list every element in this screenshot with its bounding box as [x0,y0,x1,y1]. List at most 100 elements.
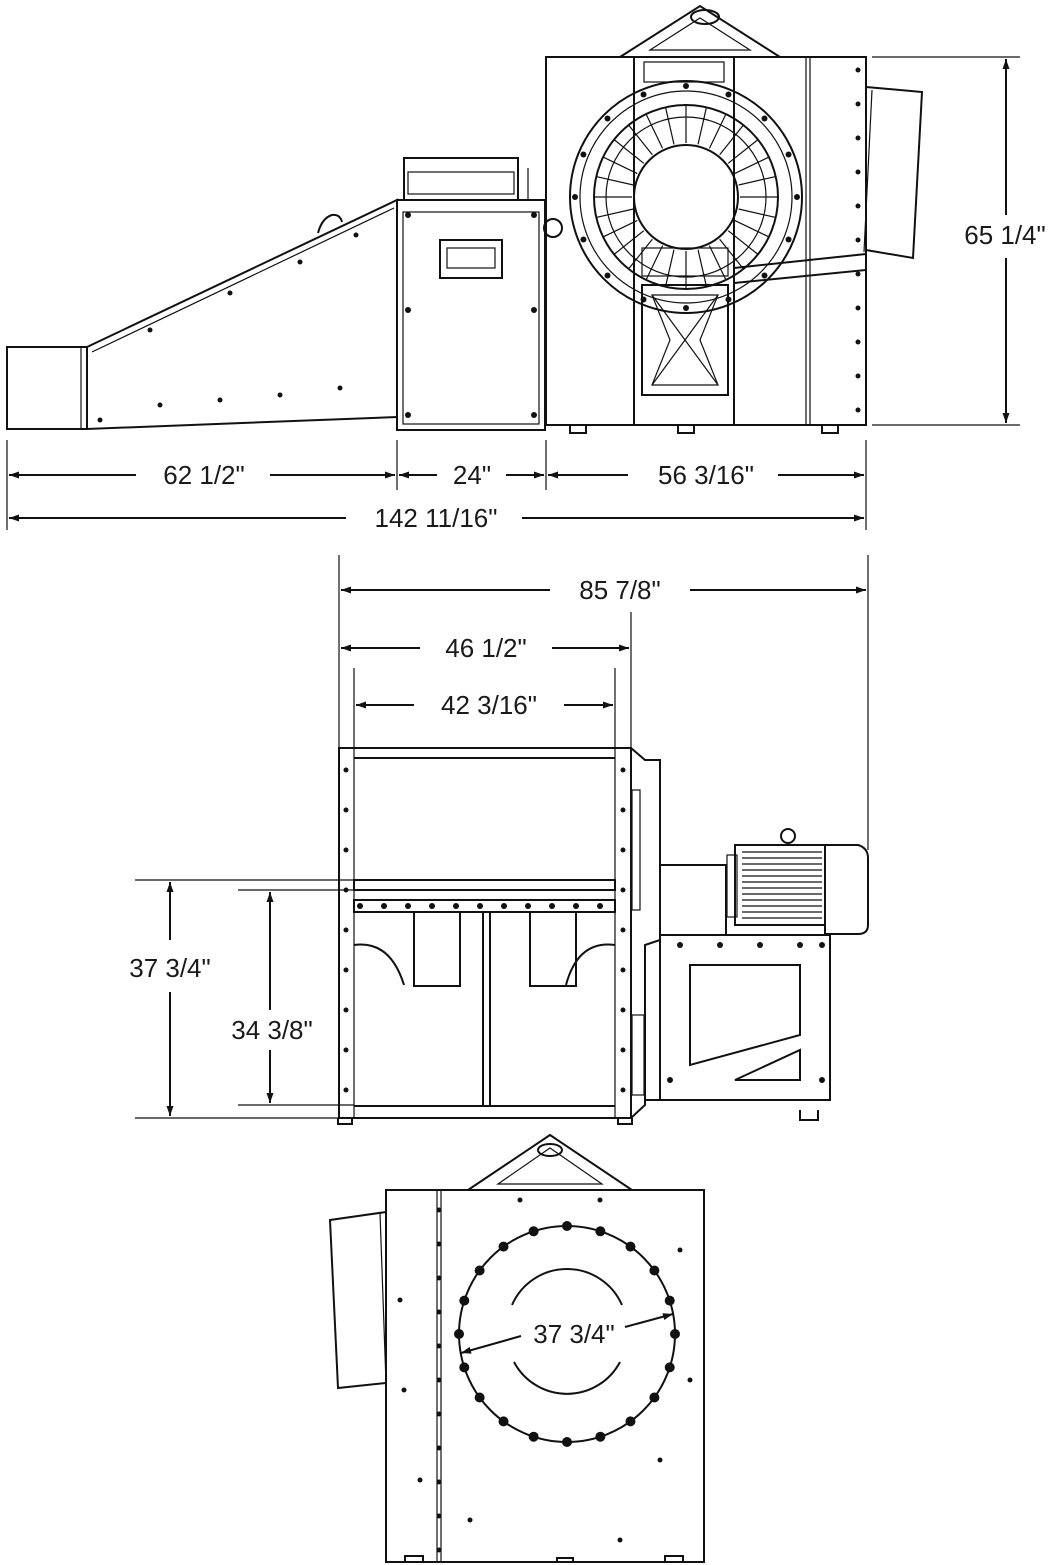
rotor-blade [719,238,744,270]
ring-bolt [649,1265,660,1276]
dim-outer-width: 46 1/2" [445,633,527,663]
rotor-blade [596,208,634,219]
housing-bolt [572,194,578,200]
chute-handle [317,213,343,234]
dim-inner-width: 42 3/16" [441,690,537,720]
housing-bolt [725,296,732,303]
rotor-blade [734,219,770,238]
rotor-outer-ring [569,80,803,314]
rear-view-bolts [397,1197,693,1553]
dim-opening-diameter: 37 3/4" [533,1319,615,1349]
ring-bolt [498,1241,509,1252]
panel-bolt [677,1247,683,1253]
dim-overall-length: 142 11/16" [375,503,498,533]
frame-bolt [531,307,537,313]
rotor-blade [719,124,744,156]
housing-bolt [785,151,792,158]
motor-eye-bolt [780,828,796,844]
panel-bolt [417,1477,423,1483]
ring-bolt [528,1431,539,1442]
rotor-blade [664,107,675,145]
flange-bolt [573,903,579,909]
seam-bolt [436,1479,442,1485]
flange-bolt [477,903,483,909]
rotor-blade [727,139,759,164]
rear-feet [404,1555,684,1562]
edge-bolt [343,807,349,813]
frame-bolt [405,307,411,313]
side-view: 62 1/2" 24" 56 3/16" 142 11/16" 65 1/4" [6,4,1046,533]
panel-bolt [597,1197,603,1203]
right-chute [529,911,577,987]
edge-bolt [343,1087,349,1093]
front-body [338,747,632,1119]
front-view-bolts [343,767,825,1093]
housing-bolt [580,236,587,243]
base-bolt [819,942,825,948]
flange-bolt [855,305,861,311]
drive-coupling [659,864,727,936]
flange-bolt [855,169,861,175]
housing-bolt [640,91,647,98]
feed-chute [86,198,398,431]
edge-bolt [620,1087,626,1093]
seam-bolt [436,1275,442,1281]
housing-bolt [794,194,800,200]
flange-bolt [453,903,459,909]
flange-bolt [855,271,861,277]
rotor-blade [645,245,664,281]
flange-bolt [549,903,555,909]
flange-bolt [855,339,861,345]
rotor-blade [708,113,727,149]
ring-bolt [528,1226,539,1237]
housing-bolt [683,305,689,311]
motor [734,844,826,926]
base-cutout-lower [734,1048,801,1081]
ring-bolt [459,1362,470,1373]
edge-bolt [343,1007,349,1013]
ring-bolt [562,1221,572,1231]
ring-bolt [670,1329,680,1339]
housing-bolt [725,91,732,98]
seam-bolt [436,1411,442,1417]
panel-bolt [687,1377,693,1383]
edge-bolt [620,1007,626,1013]
flange-bolt [855,67,861,73]
ring-bolt [625,1241,636,1252]
frame-bolt [531,412,537,418]
knob [543,218,563,238]
brace-bar [733,252,867,285]
flange-bolt [855,237,861,243]
edge-bolt [620,847,626,853]
edge-bolt [620,887,626,893]
rotor-blade [727,230,759,255]
base-bolt [819,1077,825,1083]
rotor-blade [697,107,708,145]
edge-bolt [620,807,626,813]
dim-outer-height: 37 3/4" [129,953,211,983]
inlet-box [6,346,88,430]
dim-housing-length: 56 3/16" [658,460,754,490]
flange-bolt [429,903,435,909]
housing-bolt [761,115,768,122]
edge-bolt [343,1047,349,1053]
rotor-blade [734,156,770,175]
chute-bolt [297,259,303,265]
rotor-blade [613,139,645,164]
rotor-blade [664,249,675,287]
edge-bolt [620,967,626,973]
side-plate [630,747,661,1119]
frame-bolt [405,212,411,218]
frame-bolt [531,212,537,218]
base-bolt [717,942,723,948]
rotor-blade [602,156,638,175]
chute-bolt [337,385,343,391]
inspection-window [439,239,503,279]
base-cutout-upper [689,964,801,1067]
ring-bolt [595,1226,606,1237]
chute-bolt [157,402,163,408]
fan-housing [545,56,867,426]
panel-bolt [397,1297,403,1303]
edge-bolt [620,767,626,773]
